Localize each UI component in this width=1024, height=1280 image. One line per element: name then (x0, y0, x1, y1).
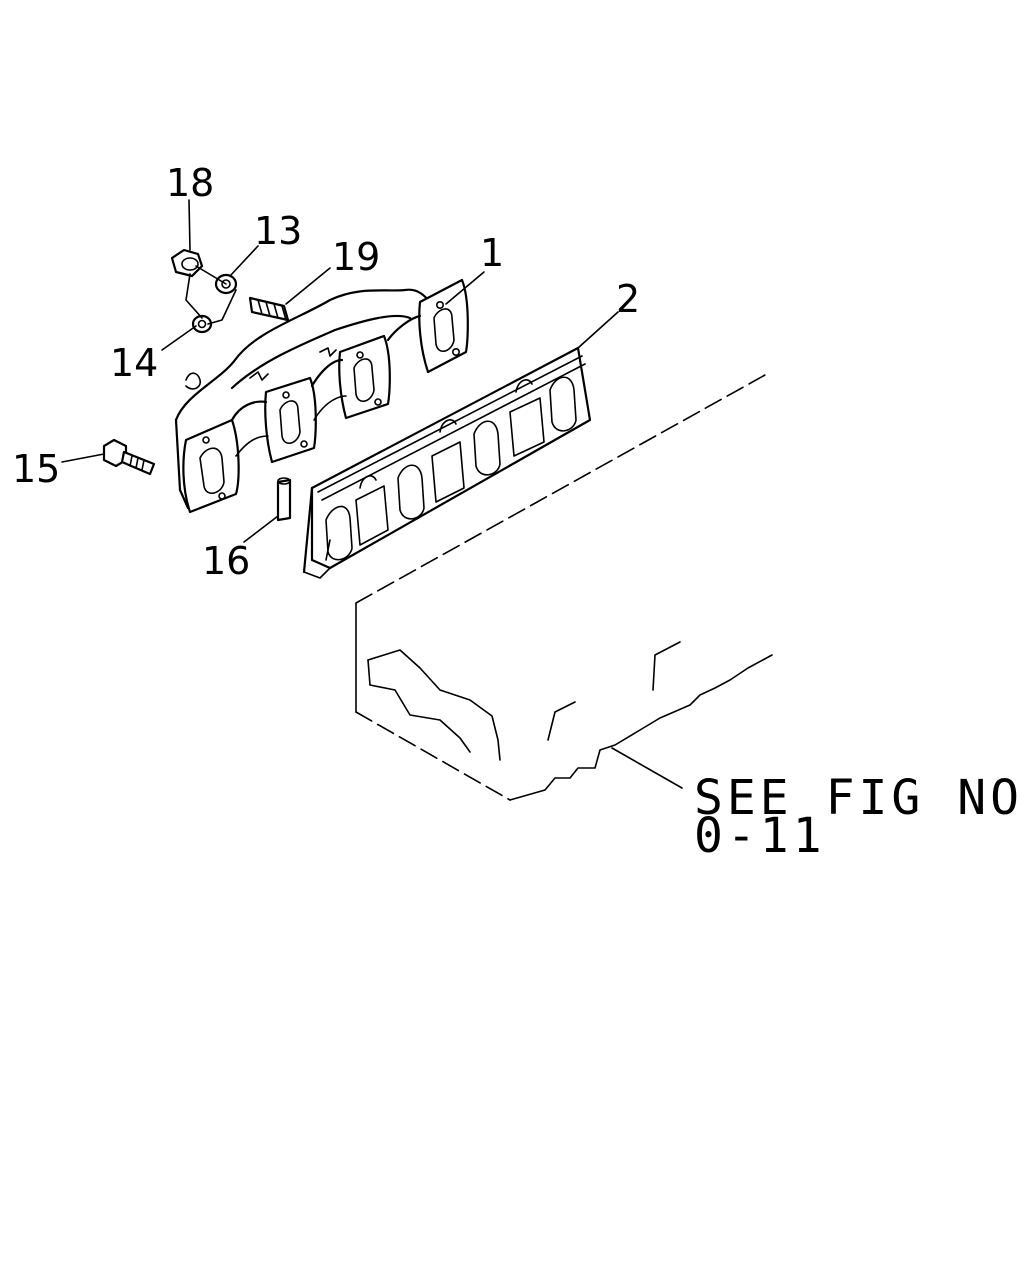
nut-18 (170, 248, 204, 278)
callout-18: 18 (166, 161, 214, 205)
callout-16: 16 (202, 539, 250, 583)
manifold-gasket (302, 346, 592, 579)
callout-14: 14 (110, 341, 158, 385)
reference-note-line1: SEE FIG NO. (694, 770, 1024, 826)
group-bracket (185, 265, 237, 325)
callout-19: 19 (332, 235, 380, 279)
reference-note-line2: 0-11 (694, 808, 826, 864)
stud-19 (248, 296, 290, 322)
bolt-15 (102, 438, 156, 476)
callout-15: 15 (12, 447, 60, 491)
callout-1: 1 (480, 231, 504, 275)
leader-lines (61, 199, 683, 789)
exhaust-manifold (174, 278, 469, 514)
dowel-16 (276, 477, 292, 522)
callout-13: 13 (254, 209, 302, 253)
callout-2: 2 (616, 277, 640, 321)
cylinder-head (355, 374, 773, 801)
washer-14 (191, 314, 213, 334)
